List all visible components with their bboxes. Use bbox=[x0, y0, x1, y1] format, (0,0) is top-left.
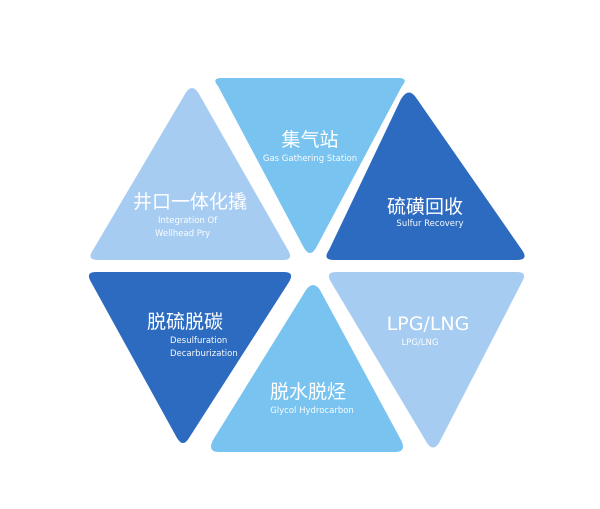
segment-lpg-lng bbox=[328, 272, 525, 448]
gas-gathering-subtitle: Gas Gathering Station bbox=[262, 154, 358, 164]
gas-gathering-title: 集气站 bbox=[281, 129, 339, 151]
glycol-hydrocarbon-subtitle: Glycol Hydrocarbon bbox=[270, 406, 354, 416]
wellhead-pry-title: 井口一体化撬 bbox=[132, 191, 248, 213]
segment-desulfuration bbox=[88, 272, 292, 443]
wellhead-pry-subtitle-1: Integration Of bbox=[158, 216, 218, 226]
segment-gas-gathering bbox=[215, 78, 405, 253]
sulfur-recovery-title: 硫磺回收 bbox=[386, 196, 464, 218]
sulfur-recovery-subtitle: Sulfur Recovery bbox=[396, 219, 464, 229]
desulfuration-title: 脱硫脱碳 bbox=[146, 311, 224, 333]
segment-wellhead-pry bbox=[90, 88, 291, 260]
wellhead-pry-subtitle-2: Wellhead Pry bbox=[155, 229, 211, 239]
segment-sulfur-recovery bbox=[326, 92, 525, 260]
lpg-lng-title: LPG/LNG bbox=[386, 313, 470, 335]
segment-glycol-hydrocarbon bbox=[211, 285, 403, 452]
lpg-lng-subtitle: LPG/LNG bbox=[401, 338, 439, 348]
glycol-hydrocarbon-title: 脱水脱烃 bbox=[269, 381, 347, 403]
desulfuration-subtitle-1: Desulfuration bbox=[170, 336, 228, 346]
desulfuration-subtitle-2: Decarburization bbox=[170, 349, 238, 359]
